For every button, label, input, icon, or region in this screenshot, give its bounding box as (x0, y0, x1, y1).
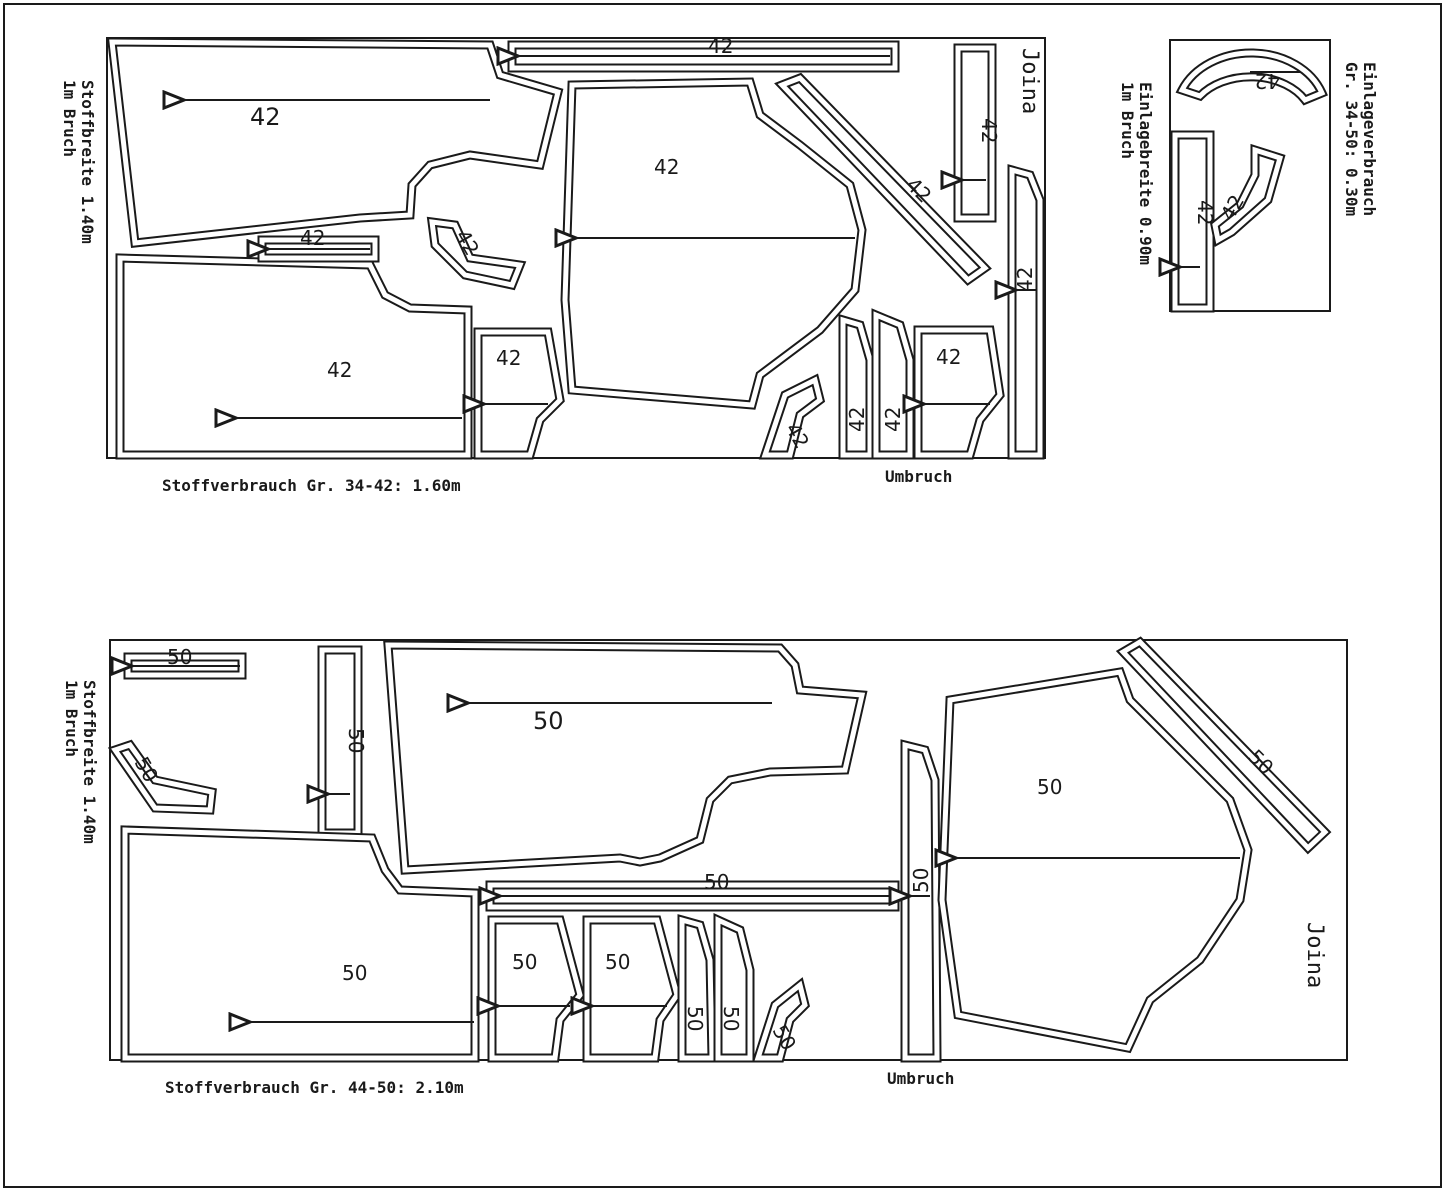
fabric-width-label: Stoffbreite 1.40m (80, 680, 99, 844)
piece-inner-outline (429, 219, 524, 288)
size-label: 50 (909, 868, 933, 893)
size-label: 42 (300, 226, 325, 250)
size-label: 42 (781, 419, 815, 453)
size-label: 50 (533, 707, 564, 735)
fold-label: Umbruch (887, 1069, 954, 1088)
size-label: 42 (496, 346, 521, 370)
piece-inner-outline (840, 316, 873, 458)
piece-inner-outline (873, 311, 913, 458)
fabric-frame-top (106, 37, 1046, 459)
piece-inner-outline (777, 75, 989, 284)
interfacing-fold-note: 1m Bruch (1118, 82, 1137, 159)
piece-inner-outline (1172, 132, 1213, 311)
piece-inner-outline (117, 255, 471, 458)
piece-inner-outline (475, 329, 563, 458)
size-label: 42 (1193, 200, 1217, 225)
size-label: 50 (605, 950, 630, 974)
size-label: 42 (250, 103, 281, 131)
size-label: 50 (512, 950, 537, 974)
piece-inner-outline (584, 917, 680, 1061)
fold-note-label: 1m Bruch (62, 680, 81, 757)
piece-inner-outline (761, 376, 823, 458)
interfacing-consumption-title: Einlageverbrauch (1360, 62, 1379, 216)
size-label: 50 (167, 645, 192, 669)
interfacing-width-label: Einlagebreite 0.90m (1136, 82, 1155, 265)
fold-label: Umbruch (885, 467, 952, 486)
piece-inner-outline (1178, 50, 1326, 104)
fabric-width-label: Stoffbreite 1.40m (78, 80, 97, 244)
size-label: 50 (344, 728, 368, 753)
piece-inner-outline (939, 669, 1251, 1051)
size-label: 42 (977, 118, 1001, 143)
brand-label: Joina (1302, 922, 1327, 988)
size-label: 50 (704, 870, 729, 894)
piece-sleeve (937, 666, 1253, 1054)
size-label: 42 (327, 358, 352, 382)
piece-inner-outline (715, 916, 753, 1061)
interfacing-consumption-value: Gr. 34-50: 0.30m (1342, 62, 1361, 216)
size-label: 42 (654, 155, 679, 179)
piece-curved (107, 739, 217, 815)
layout-bottom: 50 50 50 50 50 50 50 50 50 50 50 50 50 5… (62, 636, 1348, 1097)
size-label: 50 (683, 1006, 707, 1031)
piece-sleeve (560, 77, 867, 410)
interfacing-layout: 42 42 42 Einlageverbrauch Gr. 34-50: 0.3… (1118, 39, 1379, 313)
piece-inner-outline (319, 647, 361, 836)
piece-inner-outline (562, 79, 865, 408)
piece-inner-outline (1009, 166, 1043, 458)
size-label: 50 (342, 961, 367, 985)
consumption-label: Stoffverbrauch Gr. 34-42: 1.60m (162, 476, 461, 495)
piece-inner-outline (1119, 638, 1329, 852)
piece-inner-outline (111, 742, 215, 813)
piece-inner-outline (955, 45, 995, 221)
piece-back (383, 640, 868, 875)
size-label: 42 (1255, 69, 1280, 93)
size-label: 50 (1037, 775, 1062, 799)
size-label: 42 (881, 407, 905, 432)
fold-note-label: 1m Bruch (60, 80, 79, 157)
piece-front (120, 825, 480, 1063)
size-label: 50 (719, 1006, 743, 1031)
piece-inner-outline (902, 741, 940, 1061)
piece-facing (900, 739, 942, 1063)
piece-diagonal-strip (1115, 636, 1332, 855)
piece-back (106, 37, 564, 248)
piece-inner-outline (679, 916, 715, 1061)
piece-inner-outline (109, 39, 562, 246)
piece-inner-outline (385, 642, 866, 873)
page-border (3, 3, 1442, 1188)
size-label: 42 (1013, 267, 1037, 292)
piece-facing (1007, 164, 1045, 460)
size-label: 42 (901, 173, 936, 208)
size-label: 42 (708, 34, 733, 58)
piece-inner-outline (122, 827, 478, 1061)
interfacing-frame (1169, 39, 1331, 312)
layout-top: 42 42 42 42 42 42 42 42 42 42 42 42 42 4… (60, 34, 1046, 495)
piece-inner-outline (915, 327, 1003, 458)
piece-front (115, 253, 473, 460)
size-label: 42 (936, 345, 961, 369)
consumption-label: Stoffverbrauch Gr. 44-50: 2.10m (165, 1078, 464, 1097)
piece-inner-outline (754, 980, 808, 1061)
brand-label: Joina (1017, 48, 1042, 114)
piece-narrow-1 (677, 914, 717, 1063)
piece-inner-outline (489, 917, 583, 1061)
size-label: 42 (845, 407, 869, 432)
piece-inner-outline (1212, 146, 1284, 244)
